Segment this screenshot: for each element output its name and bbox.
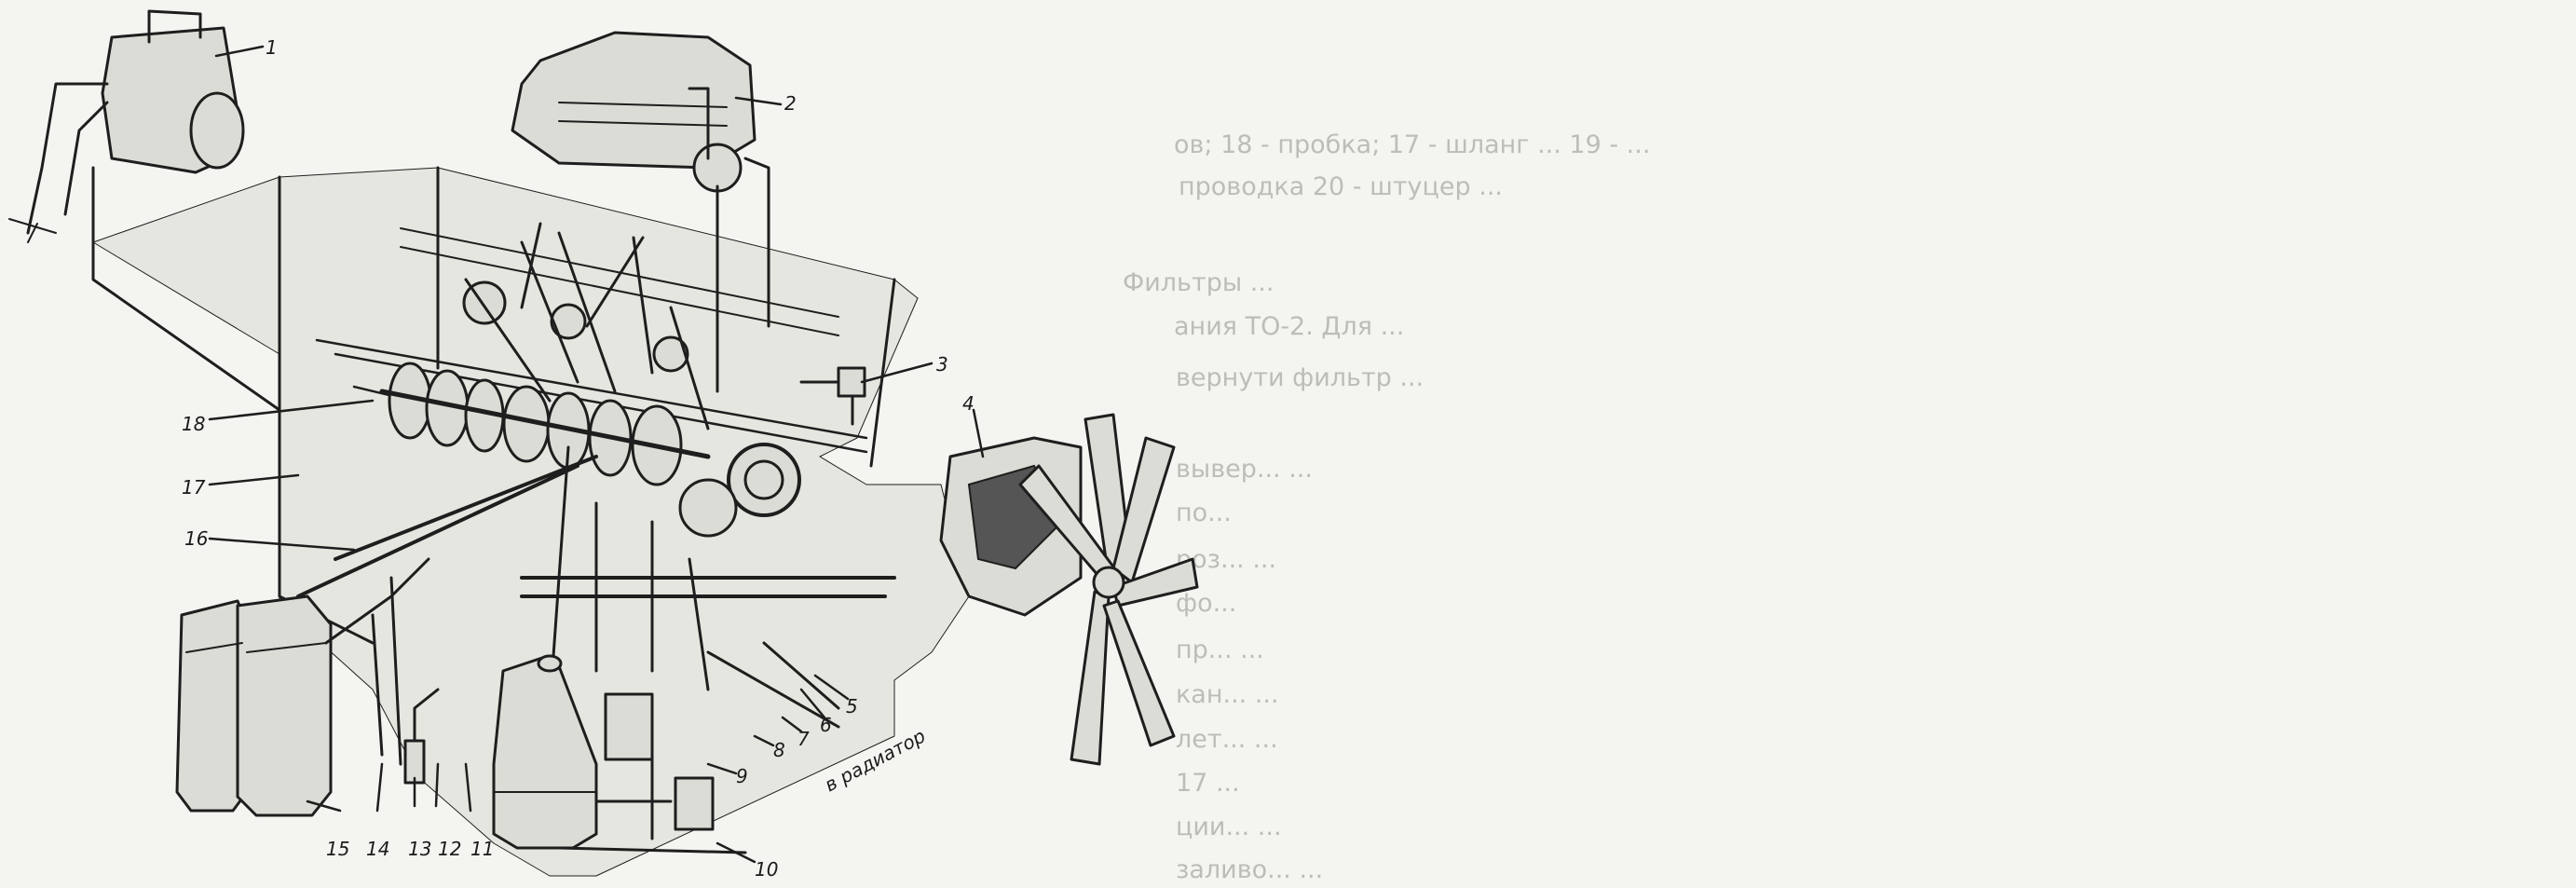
callout-9: 9 (736, 765, 748, 787)
callout-1: 1 (266, 36, 278, 59)
twin-filters-15 (175, 557, 430, 817)
callout-7: 7 (797, 728, 810, 750)
callout-3: 3 (936, 353, 948, 376)
ghost-line: по... (1176, 499, 1232, 527)
figure-page: ов; 18 - пробка; 17 - шланг ... 19 - ...… (0, 0, 1650, 888)
callout-18: 18 (182, 413, 205, 435)
callout-2: 2 (784, 92, 797, 115)
fitting-3 (799, 366, 866, 426)
ghost-line: кан... ... (1176, 680, 1279, 709)
ghost-line: проводка 20 - штуцер ... (1179, 172, 1503, 201)
pushrods (464, 222, 710, 430)
leader-lines (208, 45, 985, 864)
ghost-line: лет... ... (1176, 725, 1278, 754)
callout-8: 8 (773, 739, 785, 761)
oil-lines (296, 445, 896, 729)
callout-13: 13 (408, 838, 431, 860)
callout-6: 6 (820, 714, 832, 736)
callout-10: 10 (755, 858, 778, 881)
ghost-line: фо... (1176, 589, 1237, 618)
ghost-line: роз... ... (1176, 545, 1277, 574)
callout-5: 5 (846, 695, 858, 717)
ghost-line: ания ТО-2. Для ... (1174, 312, 1405, 341)
ghost-line: вывер... ... (1176, 455, 1313, 484)
background-text-block: ов; 18 - пробка; 17 - шланг ... 19 - ...… (0, 0, 1650, 888)
ghost-line: ов; 18 - пробка; 17 - шланг ... 19 - ... (1174, 130, 1651, 159)
cooling-fan-4 (939, 413, 1199, 766)
callout-17: 17 (182, 476, 206, 499)
oil-filter-housing-1 (8, 9, 281, 449)
engine-lubrication-diagram: 1 2 3 4 5 6 7 8 9 10 11 12 13 14 15 16 1… (8, 9, 1199, 881)
callout-16: 16 (184, 527, 208, 550)
oil-centrifuge-2 (511, 31, 770, 393)
ghost-line: 17 ... (1176, 769, 1240, 798)
callout-4: 4 (962, 392, 975, 415)
ghost-line: пр... ... (1176, 635, 1264, 664)
engine-block (92, 166, 970, 877)
callout-14: 14 (366, 838, 389, 860)
ghost-line: вернути фильтр ... (1176, 363, 1424, 392)
ghost-line: заливо... ... (1176, 855, 1324, 884)
callout-12: 12 (438, 838, 461, 860)
callout-11: 11 (470, 838, 494, 860)
oil-tank-9 (492, 654, 747, 854)
ghost-line: Фильтры ... (1123, 268, 1274, 297)
callout-15: 15 (326, 838, 349, 860)
ghost-line: ции... ... (1176, 813, 1282, 841)
